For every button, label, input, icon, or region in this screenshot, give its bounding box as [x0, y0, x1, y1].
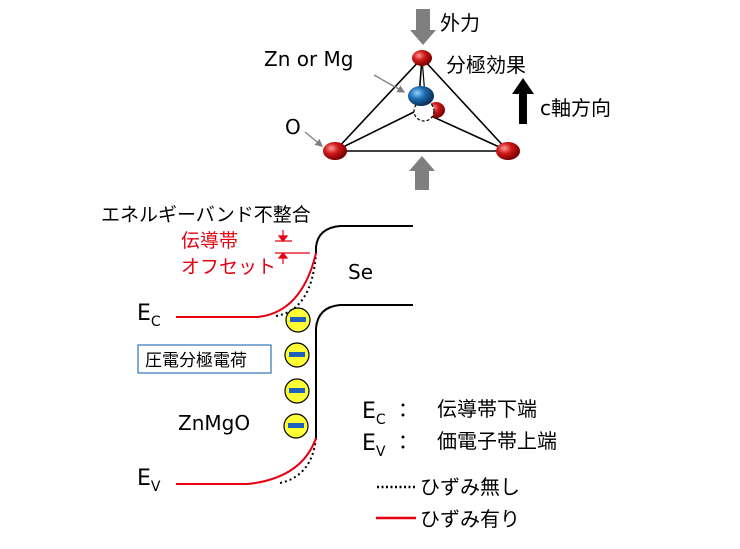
- charge-4: [283, 413, 309, 439]
- cb-offset-label-line1: 伝導帯: [181, 230, 238, 252]
- charge-label-box: [137, 344, 272, 374]
- tetrahedron: [334, 57, 509, 152]
- charge-2: [284, 342, 310, 368]
- cb-offset-label-line2: オフセット: [181, 256, 276, 278]
- c-axis-arrow: [512, 78, 534, 124]
- legend-ec-def: 伝導帯下端: [437, 397, 537, 421]
- se-valence-band: [315, 304, 413, 438]
- band-mismatch-label: エネルギーバンド不整合: [101, 204, 311, 226]
- legend-unstrained-label: ひずみ無し: [420, 475, 520, 499]
- cation-leader-line: [373, 74, 406, 93]
- legend-strained-label: ひずみ有り: [420, 507, 520, 531]
- ev-unstrained-curve: [279, 437, 317, 484]
- charge-3: [284, 378, 310, 404]
- charge-label: 圧電分極電荷: [145, 351, 247, 371]
- oxygen-leader-line: [304, 131, 324, 147]
- legend-ec-colon: ：: [398, 397, 418, 421]
- charge-1: [285, 307, 311, 333]
- legend-ev-def: 価電子帯上端: [437, 429, 557, 453]
- cation-atom: [408, 86, 434, 106]
- ev-label: EV: [137, 466, 161, 495]
- legend-ec-symbol: EC: [362, 399, 386, 428]
- ec-unstrained-curve: [275, 252, 317, 317]
- external-force-label: 外力: [440, 11, 480, 35]
- offset-indicator: [275, 230, 310, 264]
- oxygen-atom-top: [412, 50, 432, 66]
- force-arrow-bottom: [409, 156, 435, 190]
- ec-strained-curve: [176, 252, 317, 318]
- oxygen-atom-right: [496, 142, 520, 160]
- ev-strained-curve: [176, 437, 317, 485]
- c-axis-label: c軸方向: [540, 96, 611, 120]
- cation-label: Zn or Mg: [264, 47, 354, 71]
- ec-label: EC: [137, 301, 161, 330]
- polarization-label: 分極効果: [446, 53, 526, 77]
- oxygen-label: O: [285, 115, 301, 139]
- se-label: Se: [348, 260, 373, 284]
- se-conduction-band: [315, 225, 413, 253]
- force-arrow-top: [410, 9, 436, 45]
- znmgo-label: ZnMgO: [178, 411, 250, 435]
- oxygen-atom-left: [323, 142, 347, 160]
- legend-ev-colon: ：: [398, 429, 418, 453]
- legend-ev-symbol: EV: [362, 431, 386, 460]
